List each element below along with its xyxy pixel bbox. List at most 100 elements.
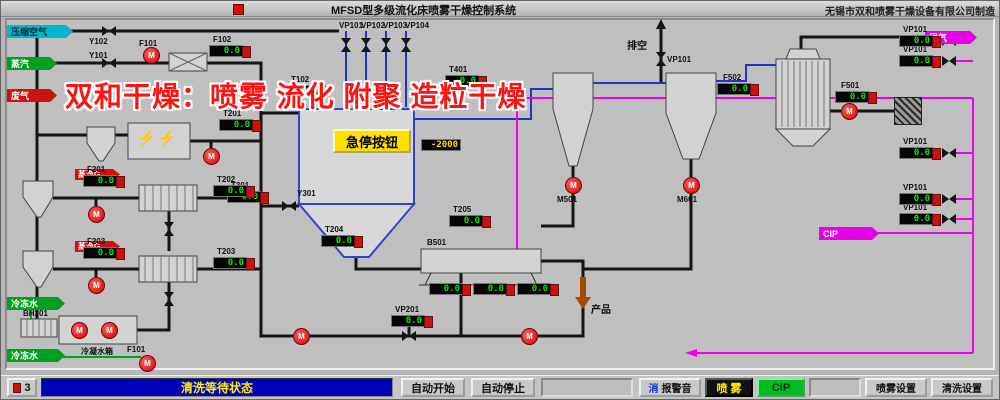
display-value: 0.0 — [233, 120, 250, 130]
drying-chamber[interactable] — [298, 108, 415, 205]
pump-train-a-icon[interactable]: M — [203, 148, 220, 165]
setpoint-indicator[interactable] — [424, 316, 433, 328]
pump-m-glyph: M — [298, 332, 305, 341]
setpoint-indicator[interactable] — [750, 84, 759, 96]
valve-right-4-icon — [942, 194, 956, 204]
display-right-1[interactable]: 0.0 — [899, 35, 941, 48]
setpoint-indicator[interactable] — [246, 258, 255, 270]
pump-m501-icon[interactable]: M — [565, 177, 582, 194]
auto-stop-label: 自动停止 — [481, 382, 525, 395]
label-right-vp101-5: VP101 — [903, 203, 928, 212]
tag-chilled-water-2: 冷冻水 — [7, 349, 65, 362]
cip-button[interactable]: CIP — [757, 378, 805, 397]
setpoint-indicator[interactable] — [320, 86, 329, 98]
display-bed-2[interactable]: 0.0 — [473, 283, 515, 296]
setpoint-indicator[interactable] — [550, 284, 559, 296]
display-vp201[interactable]: 0.0 — [391, 315, 433, 328]
setpoint-indicator[interactable] — [506, 284, 515, 296]
label-right-vp101-4: VP101 — [903, 183, 928, 192]
cyclone-1[interactable] — [552, 72, 594, 167]
display-value: 0.0 — [223, 46, 240, 56]
display-bed-1[interactable]: 0.0 — [429, 283, 471, 296]
display-f102[interactable]: 0.0 — [209, 45, 251, 58]
vessels — [20, 48, 832, 345]
display-value: 0.0 — [487, 284, 504, 294]
tag-exhaust: 废气 — [7, 89, 57, 102]
pump-m-glyph: M — [570, 181, 577, 190]
display-right-3[interactable]: 0.0 — [899, 147, 941, 160]
display-chamber-pressure[interactable]: -2000 — [421, 139, 461, 151]
display-t401[interactable]: 0.0 — [445, 75, 487, 88]
label-f201: F201 — [87, 165, 106, 174]
condenser-cone — [774, 128, 832, 147]
pump-bottom-1-icon[interactable]: M — [293, 328, 310, 345]
label-b501: B501 — [427, 238, 447, 247]
pump-f101-icon[interactable]: M — [143, 47, 160, 64]
display-t204[interactable]: 0.0 — [321, 235, 363, 248]
display-right-2[interactable]: 0.0 — [899, 55, 941, 68]
display-t203[interactable]: 0.0 — [213, 257, 255, 270]
pump-bottom-2-icon[interactable]: M — [521, 328, 538, 345]
spray-button[interactable]: 喷 雾 — [705, 378, 753, 397]
heat-exchanger-b — [138, 184, 198, 212]
display-bed-3[interactable]: 0.0 — [517, 283, 559, 296]
setpoint-indicator[interactable] — [252, 120, 261, 132]
fluid-bed-b501[interactable] — [420, 248, 542, 274]
cyclone-small-c — [22, 250, 54, 288]
setpoint-indicator[interactable] — [116, 248, 125, 260]
tank-agitator-1-icon[interactable]: M — [71, 322, 88, 339]
display-f501[interactable]: 0.0 — [835, 91, 877, 104]
page-button[interactable]: 3 — [7, 378, 37, 397]
pump-train-c-icon[interactable]: M — [88, 277, 105, 294]
pump-f101b-icon[interactable]: M — [139, 355, 156, 372]
setpoint-indicator[interactable] — [482, 216, 491, 228]
label-condensate-tank: 冷凝水箱 — [81, 347, 113, 356]
display-value: 0.0 — [913, 56, 930, 66]
valve-y301-icon — [282, 201, 296, 211]
setpoint-indicator[interactable] — [932, 214, 941, 226]
display-t201[interactable]: 0.0 — [219, 119, 261, 132]
mute-alarm-button[interactable]: 消 报警音 — [639, 378, 701, 397]
setpoint-indicator[interactable] — [462, 284, 471, 296]
setpoint-indicator[interactable] — [260, 192, 269, 204]
setpoint-indicator[interactable] — [868, 92, 877, 104]
setpoint-indicator[interactable] — [246, 186, 255, 198]
spray-settings-button[interactable]: 喷雾设置 — [865, 378, 927, 397]
pump-m-glyph: M — [846, 107, 853, 116]
setpoint-indicator[interactable] — [478, 76, 487, 88]
clean-settings-button[interactable]: 清洗设置 — [931, 378, 993, 397]
display-t102[interactable]: 0.0 — [287, 85, 329, 98]
filter-hatch-box — [894, 97, 922, 125]
display-t205[interactable]: 0.0 — [449, 215, 491, 228]
label-vent: 排空 — [627, 41, 647, 52]
pump-f501-icon[interactable]: M — [841, 103, 858, 120]
setpoint-indicator[interactable] — [932, 56, 941, 68]
label-y102: Y102 — [89, 37, 108, 46]
setpoint-indicator[interactable] — [242, 46, 251, 58]
display-right-5[interactable]: 0.0 — [899, 213, 941, 226]
pump-train-b-icon[interactable]: M — [88, 206, 105, 223]
setpoint-indicator[interactable] — [354, 236, 363, 248]
auto-stop-button[interactable]: 自动停止 — [471, 378, 535, 397]
emergency-stop-button[interactable]: 急停按钮 — [333, 129, 411, 153]
setpoint-indicator[interactable] — [116, 176, 125, 188]
setpoint-indicator[interactable] — [932, 194, 941, 206]
page-indicator-icon — [13, 382, 22, 393]
tank-agitator-2-icon[interactable]: M — [101, 322, 118, 339]
tag-chilled-water-1: 冷冻水 — [7, 297, 65, 310]
display-value: 0.0 — [227, 186, 244, 196]
display-f502[interactable]: 0.0 — [717, 83, 759, 96]
hopper-2[interactable] — [665, 72, 717, 160]
cip-arrowhead-icon — [685, 349, 697, 357]
display-right-4[interactable]: 0.0 — [899, 193, 941, 206]
display-f201[interactable]: 0.0 — [83, 175, 125, 188]
setpoint-indicator[interactable] — [932, 148, 941, 160]
pump-m601-icon[interactable]: M — [683, 177, 700, 194]
setpoint-indicator[interactable] — [932, 36, 941, 48]
display-t202[interactable]: 0.0 — [213, 185, 255, 198]
display-value: 0.0 — [335, 236, 352, 246]
auto-start-button[interactable]: 自动开始 — [401, 378, 465, 397]
label-right-vp101-2: VP101 — [903, 45, 928, 54]
display-f203[interactable]: 0.0 — [83, 247, 125, 260]
